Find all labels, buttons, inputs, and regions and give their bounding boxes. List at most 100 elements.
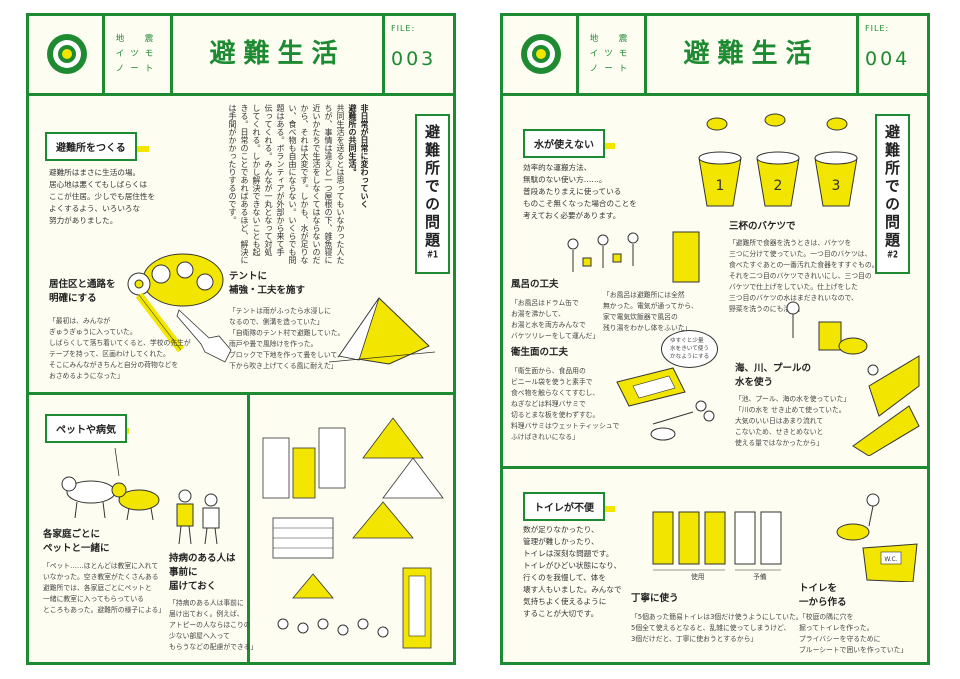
text-line: 掘ってトイレを作った。 <box>799 624 874 632</box>
series-line: イツモ <box>589 49 634 59</box>
text-line: 食べ物を触らなくてすむし、 <box>511 389 600 397</box>
text-line: 管理が難しかったり、 <box>523 537 599 546</box>
text-line: トイレは深刻な問題です。 <box>523 549 614 558</box>
file-cell: FILE: 004 <box>859 16 930 93</box>
file-number: 004 <box>865 48 911 70</box>
text-line: い、食べ物も自由にならない。いくらでも問 <box>288 104 297 264</box>
title-line: 居住区と通路を <box>49 279 116 290</box>
text-line: 3個だけだと、丁寧に使おうとするから」 <box>631 635 758 643</box>
text-line: トイレがひどい状態になり、 <box>523 561 622 570</box>
file-number: 003 <box>391 48 437 70</box>
careful-note: 「5個あった簡易トイレは3個だけ使うようにしていた。 5個全て使えるとなると、乱… <box>631 612 803 645</box>
text-line: 下から吹き上げてくる風に耐えた」 <box>229 362 338 370</box>
text-line: 居心地は悪くてもしばらくは <box>49 180 148 189</box>
logo-cell <box>503 16 579 93</box>
text-line: 野菜を洗うのにも活用」 <box>729 305 804 313</box>
text-line: 普段あたりまえに使っている <box>523 187 622 196</box>
tape-roll-illustration <box>121 240 241 360</box>
logo-cell <box>29 16 105 93</box>
series-line: イツモ <box>115 49 160 59</box>
hygiene-note: 「衛生面から、食品用の ビニール袋を使うと素手で 食べ物を触らなくてすむし、 ね… <box>511 366 619 443</box>
tent-illustration <box>329 286 439 366</box>
title-line: トイレを <box>799 583 838 594</box>
page-left: 地 震 イツモ ノート 避難生活 FILE: 003 避難所をつくる 避難所はま… <box>26 13 456 665</box>
bucket-number: 2 <box>774 178 783 194</box>
title-line: 海、川、プールの <box>735 363 812 374</box>
text-line: 「5個あった簡易トイレは3個だけ使うようにしていた。 <box>631 613 803 621</box>
text-line: 「持病のある人は事前に <box>169 599 244 607</box>
text-line: お湯と水を両方みんなで <box>511 321 586 329</box>
text-line: しばらくして落ち着いてくると、学校の先生が <box>49 339 191 347</box>
text-line: することが大切です。 <box>523 609 599 618</box>
section-label-shelter: 避難所をつくる <box>45 132 137 161</box>
pets-note: 「ペット……ほとんどは教室に入れて いなかった。空き教室がたくさんある 避難所で… <box>43 561 165 616</box>
tent-note: 「テントは雨がふったら水浸しに なるので、側溝を造っていた」 「自衛隊のテント村… <box>229 306 344 372</box>
build-title: トイレを 一から作る <box>799 582 847 610</box>
text-line: よくするよう、いろいろな <box>49 204 141 213</box>
text-line: 食べたすぐあとの一番汚れた食器をすすぐもの。 <box>729 261 879 269</box>
toilet-booths-illustration <box>649 506 789 576</box>
text-line: 切るとまな板を使わずすむ。 <box>511 411 600 419</box>
text-line: 題はある。ボランティアが外部から来て手 <box>276 104 285 256</box>
page-header: 地 震 イツモ ノート 避難生活 FILE: 003 <box>29 16 453 96</box>
text-line: バケツで仕上げをしていた。仕上げをした <box>729 283 858 291</box>
sick-title: 持病のある人は 事前に 届けておく <box>169 552 236 594</box>
title-line: ペットと一緒に <box>43 543 110 554</box>
text-line: 考えておく必要があります。 <box>523 211 621 220</box>
text-line: ところもあった。避難所の様子による」 <box>43 606 166 614</box>
text-line: 「校庭の隅に穴を <box>799 613 854 621</box>
text-line: こないため、せきとめないと <box>735 428 824 436</box>
text-line: 使える量ではなかったから」 <box>735 439 824 447</box>
text-line: それを二つ目のバケツできれいにし、三つ目の <box>729 272 872 280</box>
text-line: 「避難所で食器を洗うときは、バケツを <box>729 239 852 247</box>
problem-number: #1 <box>427 250 438 260</box>
shelter-body: 避難所はまさに生活の場。 居心地は悪くてもしばらくは ここが住居。少しでも居住性… <box>49 167 155 227</box>
buckets-illustration: 1 2 3 <box>687 102 867 212</box>
target-logo-icon <box>521 34 561 74</box>
text-line: 「お風呂は避難所には全然 <box>603 291 685 299</box>
series-line: ノート <box>589 64 634 74</box>
text-line: 「テントは雨がふったら水浸しに <box>229 307 331 315</box>
file-label: FILE: <box>391 24 416 33</box>
river-title: 海、川、プールの 水を使う <box>735 362 811 390</box>
title-line: 補強・工夫を施す <box>229 285 306 296</box>
zoning-note: 「最初は、みんなが ぎゅうぎゅうに入っていた。 しばらくして落ち着いてくると、学… <box>49 316 191 382</box>
text-line: 無駄のない使い方……。 <box>523 175 607 184</box>
series-line: 地 震 <box>589 34 634 44</box>
text-line: 「ペット……ほとんどは教室に入れて <box>43 562 159 570</box>
text-line: 雨戸や畳で風除けを作った。 <box>229 340 318 348</box>
text-line: 壊す人もいました。みんなで <box>523 585 622 594</box>
text-line: ゆすぐと少量 <box>670 338 704 344</box>
text-line: ブロックで下地を作って畳をしいて、 <box>229 351 344 359</box>
title-line: 届けておく <box>169 581 217 592</box>
text-line: 届け出ておく。例えば、 <box>169 610 244 618</box>
sick-note: 「持病のある人は事前に 届け出ておく。例えば、 アトピーの人ならほこりの 少ない… <box>169 598 257 653</box>
text-line: 「川の水を せき止めて使っていた。 <box>735 406 846 414</box>
text-line: 「自衛隊のテント村で避難していた。 <box>229 329 345 337</box>
text-line: 避難所はまさに生活の場。 <box>49 168 141 177</box>
intro-text: 非日常が日常に変わっていく 避難所の共同生活。 共同生活を送るとは思ってもいなか… <box>226 104 370 304</box>
text-line: きる。日常のことであればあるほど、解決に <box>240 104 249 264</box>
title-line: 一から作る <box>799 597 847 608</box>
text-line: 大気のいい日はあまり流れて <box>735 417 824 425</box>
text-line: 「池、プール、海の水を使っていた」 <box>735 395 851 403</box>
text-line: なるので、側溝を造っていた」 <box>229 318 324 326</box>
text-line: テープを持って、区画わけしてくれた。 <box>49 350 170 358</box>
text-line: ぎゅうぎゅうに入っていた。 <box>49 328 137 336</box>
text-line: 努力がありました。 <box>49 216 118 225</box>
page-right: 地 震 イツモ ノート 避難生活 FILE: 004 水が使えない 効率的な運搬… <box>500 13 930 665</box>
text-line: そこにみんながきちんと自分の荷物などを <box>49 361 179 369</box>
water-carry-illustration <box>773 298 873 358</box>
speech-bubble: ゆすぐと少量 水をきいて使う かなようにする <box>661 330 719 368</box>
build-note: 「校庭の隅に穴を 掘ってトイレを作った。 プライバシーを守るために ブルーシート… <box>799 612 907 656</box>
text-line: 伝ってくれる。みんなが一丸となって対処 <box>264 104 273 256</box>
buckets-note: 「避難所で食器を洗うときは、バケツを 三つに分けて使っていた。一つ目のバケツは、… <box>729 238 878 315</box>
title-line: 事前に <box>169 567 198 578</box>
bath-note-1: 「お風呂はドラム缶で お湯を沸かして、 お湯と水を両方みんなで バケツリレーをし… <box>511 298 599 342</box>
bath-title: 風呂の工夫 <box>511 279 559 290</box>
section-label-toilet: トイレが不便 <box>523 492 605 521</box>
bucket-number: 1 <box>716 178 725 194</box>
toilet-body: 数が足りなかったり、 管理が難しかったり、 トイレは深刻な問題です。 トイレがひ… <box>523 524 622 620</box>
build-toilet-illustration: W.C. <box>833 492 923 582</box>
problem-title-box: 避難所での問題#2 <box>875 114 910 274</box>
